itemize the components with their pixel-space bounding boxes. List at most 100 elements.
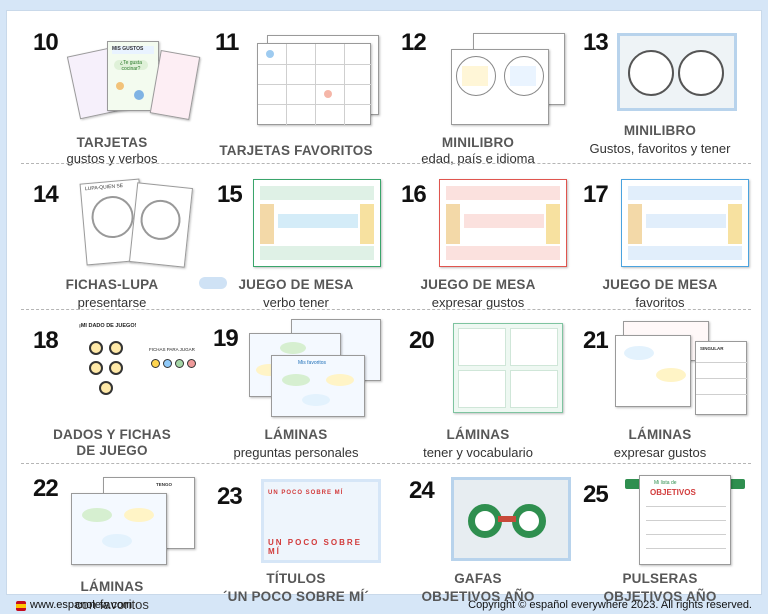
item-number: 22: [33, 475, 59, 502]
item-number: 21: [583, 327, 609, 354]
item-title: TÍTULOS: [266, 571, 326, 586]
cards-question: ¿Te gusta cocinar?: [114, 60, 148, 72]
minibook-thumbnail: [443, 33, 567, 125]
item-number: 13: [583, 29, 609, 56]
item-14[interactable]: 14 LUPA-QUIEN SE FICHAS-LUPA presentarse: [21, 169, 227, 317]
titles-line-2: UN POCO SOBRE MÍ: [268, 538, 363, 556]
item-subtitle: favoritos: [635, 295, 685, 310]
item-subtitle: tener y vocabulario: [423, 445, 533, 460]
catalog-card: 10 MIS GUSTOS ¿Te gusta cocinar? TARJETA…: [6, 10, 762, 612]
item-title: MINILIBRO: [623, 123, 697, 138]
item-24[interactable]: 24 GAFAS OBJETIVOS AÑO: [387, 467, 571, 614]
copyright: Copyright © español everywhere 2023. All…: [468, 599, 752, 611]
site-link[interactable]: www.espanolew.com: [16, 599, 132, 611]
item-number: 10: [33, 29, 59, 56]
item-23[interactable]: 23 UN POCO SOBRE MÍ UN POCO SOBRE MÍ TÍT…: [205, 467, 387, 614]
item-subtitle: con favoritos: [75, 597, 149, 612]
boardgame-thumbnail: [621, 179, 749, 267]
dice-thumbnail: ¡MI DADO DE JUEGO! FICHAS PARA JUGAR: [75, 321, 199, 413]
bracelet-thumbnail: Mi lista de OBJETIVOS: [625, 473, 745, 567]
item-number: 19: [213, 325, 239, 352]
item-number: 14: [33, 181, 59, 208]
item-21[interactable]: 21 SINGULAR LÁMINAS expresar gustos: [569, 313, 751, 461]
dice-tokens-label: FICHAS PARA JUGAR: [149, 347, 195, 352]
item-number: 17: [583, 181, 609, 208]
item-16[interactable]: 16 JUEGO DE MESA expresar gustos: [387, 169, 569, 317]
bracelet-title: OBJETIVOS: [650, 488, 696, 497]
site-url: www.espanolew.com: [30, 599, 133, 611]
lupa-thumbnail: LUPA-QUIEN SE: [73, 178, 194, 268]
item-title: LÁMINAS: [628, 427, 692, 442]
item-title: TARJETAS: [76, 135, 148, 150]
item-number: 16: [401, 181, 427, 208]
item-number: 23: [217, 483, 243, 510]
item-number: 24: [409, 477, 435, 504]
cards-heading: MIS GUSTOS: [112, 46, 154, 54]
bracelet-heading: Mi lista de: [654, 480, 677, 486]
item-title: LÁMINAS: [446, 427, 510, 442]
boardgame-thumbnail: [439, 179, 567, 267]
cards-thumbnail: MIS GUSTOS ¿Te gusta cocinar?: [66, 37, 201, 129]
item-22[interactable]: 22 TENGO LÁMINAS con favoritos: [21, 467, 203, 614]
item-title: DADOS Y FICHAS: [53, 427, 171, 442]
item-number: 11: [215, 29, 239, 56]
vocab-thumbnail: [453, 323, 563, 413]
item-subtitle: Gustos, favoritos y tener: [589, 141, 731, 156]
gustos-thumbnail: SINGULAR: [611, 321, 749, 417]
tengo-label: TENGO: [156, 482, 173, 487]
item-title: GAFAS: [454, 571, 502, 586]
item-11[interactable]: 11 TARJETAS FAVORITOS: [205, 25, 387, 173]
item-19[interactable]: 19 Mis favoritos LÁMINAS preguntas perso…: [205, 313, 387, 461]
row-3: 18 ¡MI DADO DE JUEGO! FICHAS PARA JUGAR …: [21, 313, 751, 461]
fav-laminas-thumbnail: TENGO: [71, 477, 199, 573]
item-subtitle: presentarse: [77, 295, 147, 310]
item-25[interactable]: 25 Mi lista de OBJETIVOS PULSERAS OBJETI…: [569, 467, 751, 614]
row-4: 22 TENGO LÁMINAS con favoritos 23 UN POC…: [21, 467, 751, 614]
item-20[interactable]: 20 LÁMINAS tener y vocabulario: [387, 313, 569, 461]
item-subtitle: verbo tener: [263, 295, 329, 310]
item-title-line2: DE JUEGO: [76, 443, 148, 458]
item-12[interactable]: 12 MINILIBRO edad, país e idioma: [387, 25, 569, 173]
item-subtitle: preguntas personales: [233, 445, 359, 460]
glasses-photo: [451, 477, 571, 561]
spain-flag-icon: [16, 601, 26, 611]
item-title: LÁMINAS: [264, 427, 328, 442]
item-title: JUEGO DE MESA: [420, 277, 536, 292]
item-title: JUEGO DE MESA: [602, 277, 718, 292]
titles-thumbnail: UN POCO SOBRE MÍ UN POCO SOBRE MÍ: [261, 479, 381, 563]
item-subtitle: expresar gustos: [431, 295, 525, 310]
item-number: 18: [33, 327, 59, 354]
item-number: 20: [409, 327, 435, 354]
item-title: FICHAS-LUPA: [65, 277, 159, 292]
item-subtitle: OBJETIVOS AÑO: [421, 589, 535, 604]
row-2: 14 LUPA-QUIEN SE FICHAS-LUPA presentarse…: [21, 169, 751, 317]
cloud-icon: [199, 277, 227, 289]
item-10[interactable]: 10 MIS GUSTOS ¿Te gusta cocinar? TARJETA…: [21, 25, 203, 173]
item-title: LÁMINAS: [80, 579, 144, 594]
boardgame-thumbnail: [253, 179, 381, 267]
divider: [21, 463, 751, 464]
dice-heading: ¡MI DADO DE JUEGO!: [79, 323, 137, 329]
item-18[interactable]: 18 ¡MI DADO DE JUEGO! FICHAS PARA JUGAR …: [21, 313, 203, 461]
item-title: JUEGO DE MESA: [238, 277, 354, 292]
fav-cards-thumbnail: [255, 35, 383, 129]
item-15[interactable]: 15 JUEGO DE MESA verbo tener: [205, 169, 387, 317]
item-title: MINILIBRO: [441, 135, 515, 150]
lupa-label: LUPA-QUIEN SE: [84, 182, 124, 193]
divider: [21, 309, 751, 310]
item-subtitle: edad, país e idioma: [421, 151, 535, 166]
titles-line-1: UN POCO SOBRE MÍ: [268, 490, 344, 496]
minibook-photo: [617, 33, 737, 111]
item-number: 12: [401, 29, 427, 56]
item-13[interactable]: 13 MINILIBRO Gustos, favoritos y tener: [569, 25, 751, 173]
item-17[interactable]: 17 JUEGO DE MESA favoritos: [569, 169, 751, 317]
item-title: PULSERAS: [622, 571, 698, 586]
item-subtitle: expresar gustos: [613, 445, 707, 460]
singular-label: SINGULAR: [700, 346, 724, 351]
item-subtitle: ´UN POCO SOBRE MÍ´: [222, 589, 370, 604]
item-subtitle: gustos y verbos: [66, 151, 158, 166]
item-subtitle: OBJETIVOS AÑO: [603, 589, 717, 604]
item-title: TARJETAS FAVORITOS: [219, 143, 373, 158]
row-1: 10 MIS GUSTOS ¿Te gusta cocinar? TARJETA…: [21, 25, 751, 173]
divider: [21, 163, 751, 164]
